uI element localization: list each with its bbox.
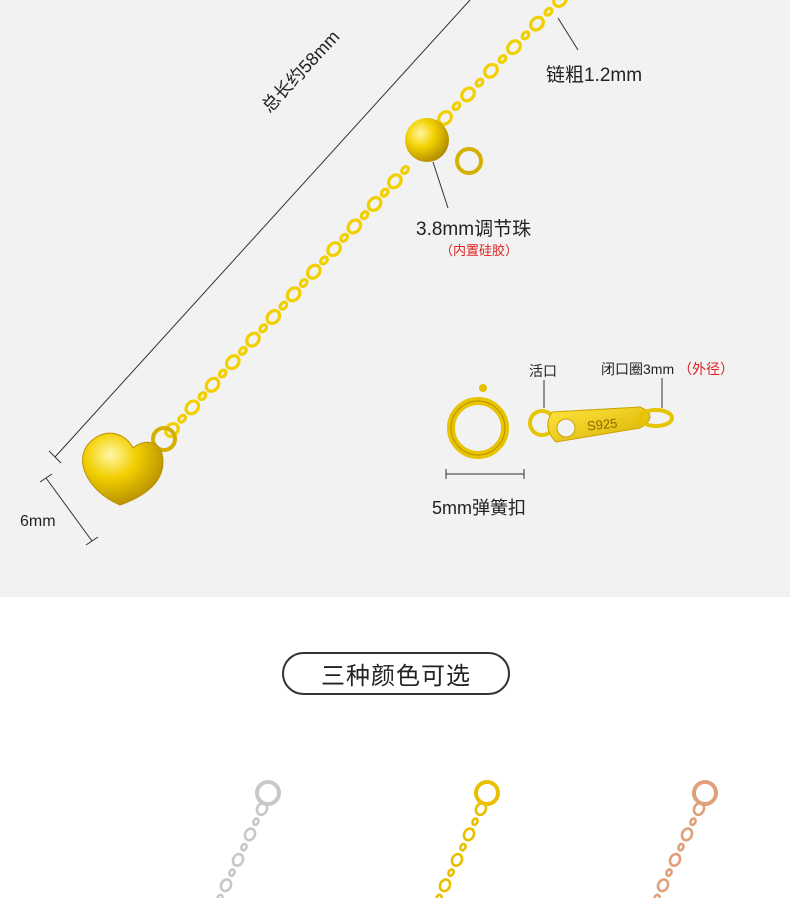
chain-link xyxy=(665,868,673,878)
chain-link xyxy=(506,39,522,56)
rose-gold-variant xyxy=(653,780,718,898)
chain-link xyxy=(204,376,221,393)
closed-ring-note: （外径） xyxy=(678,361,734,377)
chain-link xyxy=(520,30,531,41)
chain-link xyxy=(265,308,282,326)
adjust-bead xyxy=(405,118,483,209)
chain-link xyxy=(483,62,499,79)
chain-link xyxy=(462,827,476,842)
chain-link xyxy=(459,842,467,852)
chain-link xyxy=(689,817,697,827)
chain-link xyxy=(228,868,236,878)
variant-ring xyxy=(474,780,500,806)
chain-link xyxy=(285,286,302,303)
clasp-label: 5mm弹簧扣 xyxy=(432,498,526,518)
chain-link xyxy=(474,801,488,817)
colors-panel: 三种颜色可选 xyxy=(0,597,790,898)
chain-link xyxy=(237,345,248,356)
chain-link xyxy=(677,842,685,852)
chain-thickness-pointer xyxy=(557,17,579,51)
spring-clasp xyxy=(445,378,674,479)
chain-link xyxy=(471,817,479,827)
chain-link xyxy=(305,263,322,280)
variant-ring xyxy=(255,780,281,806)
chain-link xyxy=(243,827,257,842)
tag-mark: S925 xyxy=(586,415,619,434)
chain-link xyxy=(379,187,390,198)
chain-link xyxy=(319,255,329,266)
chain-link xyxy=(435,893,443,898)
chain-link xyxy=(177,413,188,424)
open-ring-label: 活口 xyxy=(529,363,557,379)
chain-link xyxy=(245,331,261,348)
bead-note: （内置硅胶） xyxy=(440,243,519,258)
chain-link xyxy=(278,300,289,311)
chain-link xyxy=(497,54,508,64)
bead-label: 3.8mm调节珠 xyxy=(416,219,532,240)
chain-link xyxy=(656,878,670,893)
chain-link xyxy=(680,827,694,842)
chain-link xyxy=(339,232,350,243)
heart-size-dimension xyxy=(39,473,99,546)
chain-link xyxy=(298,277,309,289)
chain-link xyxy=(326,241,342,258)
chain-link xyxy=(438,878,452,893)
chain-link xyxy=(231,852,245,867)
chain-link xyxy=(359,210,370,221)
chain-link xyxy=(216,893,224,898)
heart-size-label: 6mm xyxy=(20,513,56,530)
chain-link xyxy=(400,164,410,176)
chain-link xyxy=(450,852,464,867)
chain-link xyxy=(543,6,554,17)
chain-link xyxy=(460,86,476,103)
chain-link xyxy=(184,399,201,416)
chain-link xyxy=(346,218,363,235)
chain-link xyxy=(224,354,241,371)
chain-link xyxy=(219,878,233,893)
chain-link xyxy=(240,842,248,852)
spec-panel: 总长约58mm 链粗1.2mm 3.8mm调节珠 （内置硅胶） 6mm 活口 闭… xyxy=(0,0,790,597)
section-title: 三种颜色可选 xyxy=(282,652,510,695)
chain-link xyxy=(474,77,485,88)
chain-link xyxy=(252,817,260,827)
heart-pendant xyxy=(82,426,177,506)
chain-link xyxy=(529,15,545,32)
chain-link xyxy=(552,0,568,8)
chain-link xyxy=(217,368,228,379)
spec-diagram xyxy=(39,0,674,546)
chain-link xyxy=(258,323,269,334)
chain-link xyxy=(692,801,706,817)
variant-ring xyxy=(692,780,718,806)
chain-link xyxy=(668,852,682,867)
closed-ring-label: 闭口圈3mm xyxy=(601,361,675,377)
main-chain xyxy=(164,0,568,439)
gold-variant xyxy=(435,780,500,898)
chain-link xyxy=(451,101,462,112)
chain-link xyxy=(653,893,661,898)
chain-link xyxy=(447,868,455,878)
chain-thickness-label: 链粗1.2mm xyxy=(546,65,643,86)
total-length-dimension xyxy=(48,0,471,464)
chain-link xyxy=(255,801,269,817)
chain-link xyxy=(197,391,208,402)
chain-link xyxy=(387,173,403,190)
chain-link xyxy=(164,421,180,439)
chain-link xyxy=(366,195,383,212)
silver-variant xyxy=(216,780,281,898)
color-variants xyxy=(216,780,718,898)
